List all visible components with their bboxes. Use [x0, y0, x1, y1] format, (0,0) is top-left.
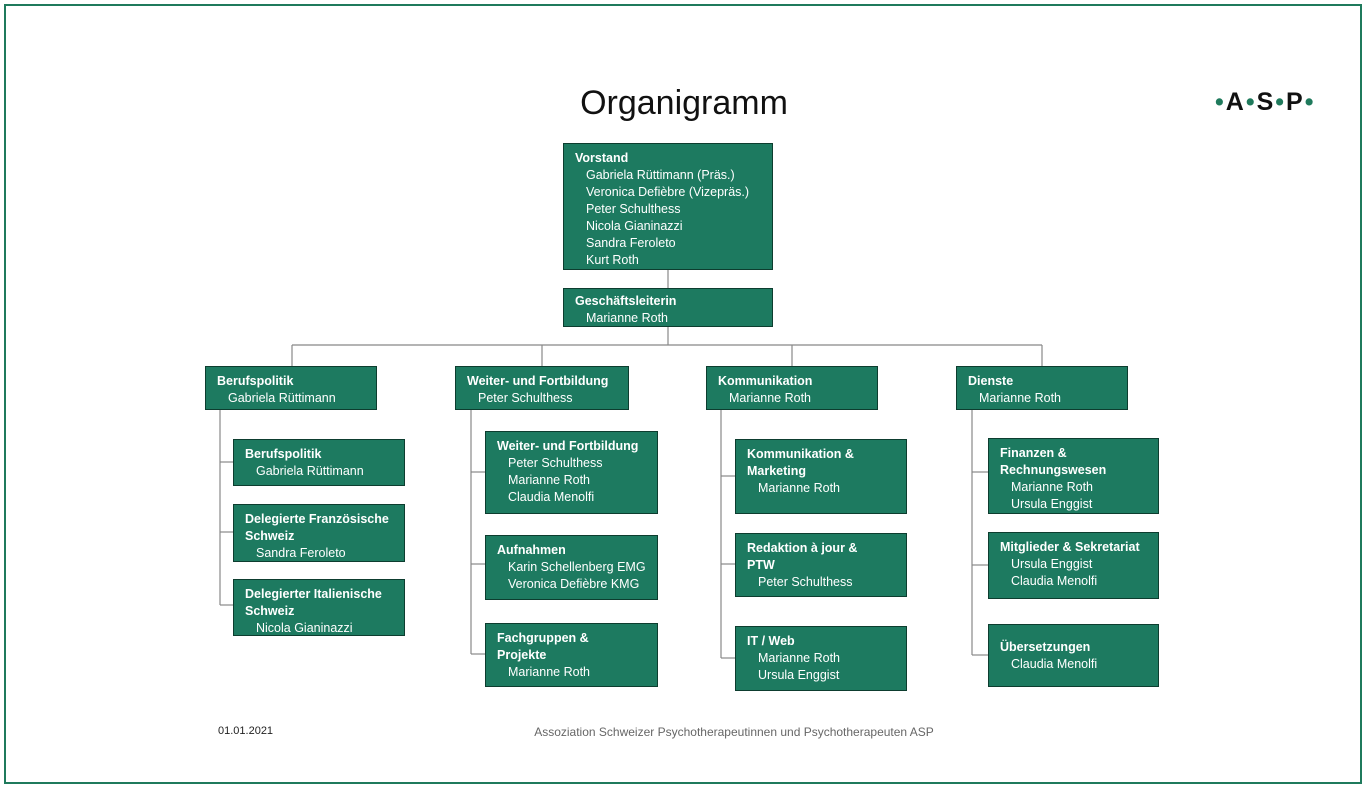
- member: Marianne Roth: [758, 481, 840, 495]
- box-kommunikation: Kommunikation Marianne Roth: [706, 366, 878, 410]
- box-aufnahmen: Aufnahmen Karin Schellenberg EMG Veronic…: [485, 535, 658, 600]
- member: Nicola Gianinazzi: [256, 621, 353, 635]
- box-vorstand: Vorstand Gabriela Rüttimann (Präs.) Vero…: [563, 143, 773, 270]
- box-title: Mitglieder & Sekretariat: [1000, 540, 1140, 554]
- box-title: Dienste: [968, 374, 1014, 388]
- footer-organization: Assoziation Schweizer Psychotherapeutinn…: [534, 725, 934, 739]
- box-title: Aufnahmen: [497, 543, 566, 557]
- member: Peter Schulthess: [758, 575, 853, 589]
- box-delegierte-franzoesische-schweiz: Delegierte Französische Schweiz Sandra F…: [233, 504, 405, 562]
- member: Claudia Menolfi: [1011, 574, 1098, 588]
- box-title: Finanzen & Rechnungswesen: [1000, 446, 1107, 477]
- box-title: IT / Web: [747, 634, 795, 648]
- box-dienste: Dienste Marianne Roth: [956, 366, 1128, 410]
- box-title: Geschäftsleiterin: [575, 294, 677, 308]
- member: Marianne Roth: [1011, 480, 1093, 494]
- member: Marianne Roth: [586, 311, 668, 325]
- box-fachgruppen-projekte: Fachgruppen & Projekte Marianne Roth: [485, 623, 658, 687]
- member: Marianne Roth: [729, 391, 811, 405]
- box-redaktion-a-jour-ptw: Redaktion à jour & PTW Peter Schulthess: [735, 533, 907, 597]
- footer-date: 01.01.2021: [218, 725, 274, 737]
- box-weiter-und-fortbildung-sub: Weiter- und Fortbildung Peter Schulthess…: [485, 431, 658, 514]
- member: Karin Schellenberg EMG: [508, 560, 646, 574]
- member: Ursula Enggist: [1011, 497, 1093, 511]
- page-title: Organigramm: [580, 84, 788, 122]
- box-it-web: IT / Web Marianne Roth Ursula Enggist: [735, 626, 907, 691]
- box-title: Berufspolitik: [245, 447, 322, 461]
- member: Veronica Defièbre (Vizepräs.): [586, 185, 750, 199]
- box-berufspolitik-sub: Berufspolitik Gabriela Rüttimann: [233, 439, 405, 486]
- box-uebersetzungen: Übersetzungen Claudia Menolfi: [988, 624, 1159, 687]
- asp-logo: •A•S•P•: [1215, 88, 1316, 116]
- box-title: Fachgruppen & Projekte: [497, 631, 589, 662]
- member: Peter Schulthess: [508, 456, 603, 470]
- box-title: Übersetzungen: [1000, 640, 1091, 654]
- member: Sandra Feroleto: [586, 236, 676, 250]
- member: Marianne Roth: [508, 473, 590, 487]
- box-title: Delegierte Französische Schweiz: [245, 512, 389, 543]
- box-weiter-und-fortbildung: Weiter- und Fortbildung Peter Schulthess: [455, 366, 629, 410]
- box-title: Kommunikation: [718, 374, 813, 388]
- member: Ursula Enggist: [758, 668, 840, 682]
- member: Claudia Menolfi: [1011, 657, 1098, 671]
- member: Veronica Defièbre KMG: [508, 577, 640, 591]
- member: Gabriela Rüttimann: [256, 464, 364, 478]
- member: Marianne Roth: [508, 665, 590, 679]
- box-title: Vorstand: [575, 151, 629, 165]
- member: Marianne Roth: [758, 651, 840, 665]
- member: Ursula Enggist: [1011, 557, 1093, 571]
- box-title: Delegierter Italienische Schweiz: [245, 587, 382, 618]
- member: Marianne Roth: [979, 391, 1061, 405]
- box-mitglieder-sekretariat: Mitglieder & Sekretariat Ursula Enggist …: [988, 532, 1159, 599]
- box-title: Weiter- und Fortbildung: [497, 439, 639, 453]
- box-title: Weiter- und Fortbildung: [467, 374, 609, 388]
- box-title: Redaktion à jour & PTW: [747, 541, 858, 572]
- box-kommunikation-marketing: Kommunikation & Marketing Marianne Roth: [735, 439, 907, 514]
- member: Gabriela Rüttimann (Präs.): [586, 168, 735, 182]
- member: Claudia Menolfi: [508, 490, 595, 504]
- box-geschaeftsleiterin: Geschäftsleiterin Marianne Roth: [563, 288, 773, 327]
- box-berufspolitik: Berufspolitik Gabriela Rüttimann: [205, 366, 377, 410]
- member: Kurt Roth: [586, 253, 639, 267]
- member: Sandra Feroleto: [256, 546, 346, 560]
- slide-frame: [4, 4, 1362, 784]
- box-title: Kommunikation & Marketing: [747, 447, 854, 478]
- box-finanzen-rechnungswesen: Finanzen & Rechnungswesen Marianne Roth …: [988, 438, 1159, 514]
- box-title: Berufspolitik: [217, 374, 294, 388]
- member: Peter Schulthess: [478, 391, 573, 405]
- member: Nicola Gianinazzi: [586, 219, 683, 233]
- member: Gabriela Rüttimann: [228, 391, 336, 405]
- box-delegierter-italienische-schweiz: Delegierter Italienische Schweiz Nicola …: [233, 579, 405, 636]
- member: Peter Schulthess: [586, 202, 681, 216]
